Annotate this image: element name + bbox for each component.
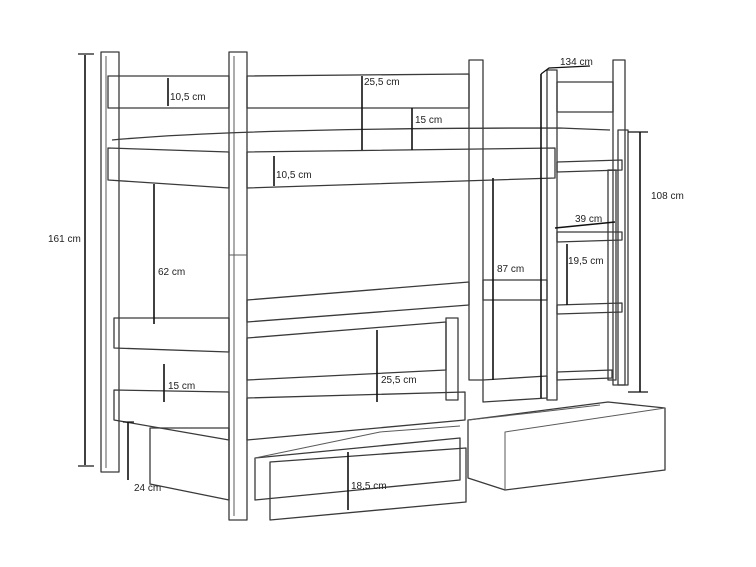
dimension-lines — [78, 53, 648, 510]
drawer-right — [467, 401, 666, 491]
label-rung-spacing: 19,5 cm — [568, 256, 604, 267]
ladder-rung-2 — [556, 231, 623, 243]
label-bottom-side-guard-height: 25,5 cm — [381, 375, 417, 386]
drawer-side — [149, 427, 230, 501]
upper-frame-left — [107, 147, 230, 189]
label-top-frame-height: 10,5 cm — [276, 170, 312, 181]
back-left-post — [468, 59, 484, 381]
lower-guard-rail — [246, 321, 447, 381]
center-front-post — [228, 51, 248, 521]
label-total-height: 161 cm — [48, 234, 81, 245]
bed-frame — [100, 51, 629, 521]
left-front-post — [100, 51, 120, 473]
top-guard-rail-left — [107, 75, 230, 109]
label-bottom-guard-height: 15 cm — [168, 381, 195, 392]
ladder-rung-1 — [556, 159, 623, 173]
ladder-rail-left — [546, 69, 558, 401]
label-top-rail-height: 10,5 cm — [170, 92, 206, 103]
label-drawer-height: 18,5 cm — [351, 481, 387, 492]
ladder-rail-right — [617, 129, 629, 386]
label-floor-clearance: 24 cm — [134, 483, 161, 494]
ladder-top-guard — [556, 81, 614, 113]
label-ladder-width: 39 cm — [575, 214, 602, 225]
label-ladder-height: 108 cm — [651, 191, 684, 202]
drawer-front-left-top — [254, 437, 461, 501]
label-top-guard-height: 25,5 cm — [364, 77, 400, 88]
label-depth: 134 cm — [560, 57, 593, 68]
lower-side-rail — [113, 317, 230, 353]
drawers — [149, 401, 666, 521]
ladder-rung-3 — [556, 302, 623, 315]
label-lower-clearance: 62 cm — [158, 267, 185, 278]
dimension-labels: 161 cm 134 cm 108 cm 39 cm 19,5 cm 10,5 … — [48, 57, 684, 494]
drawer-left — [269, 447, 467, 521]
lower-frame-left — [113, 389, 230, 441]
label-upper-bed-clearance: 87 cm — [497, 264, 524, 275]
label-top-guard-above-mattress: 15 cm — [415, 115, 442, 126]
